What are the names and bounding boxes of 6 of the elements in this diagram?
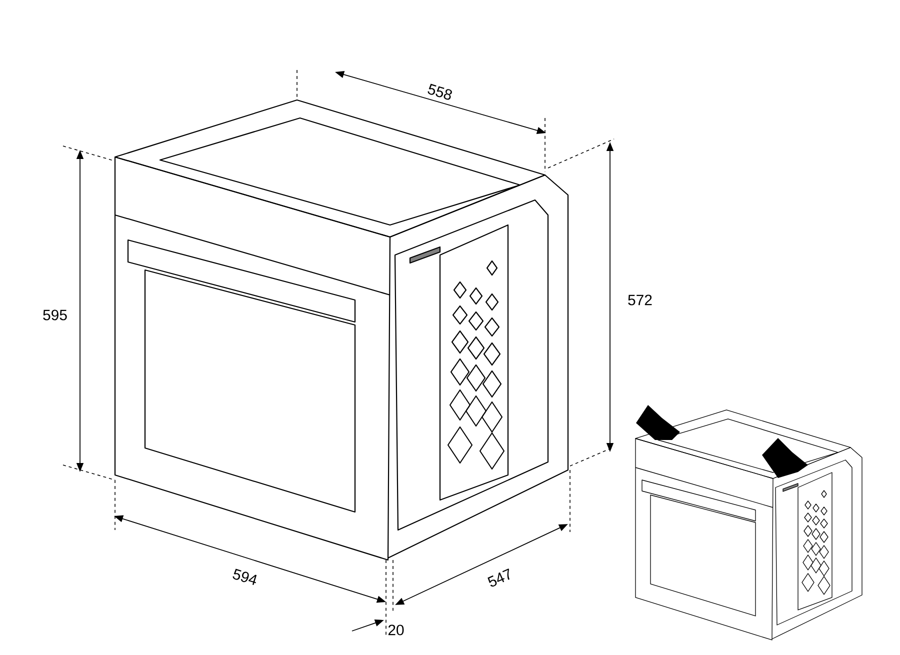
dimension-label: 558	[428, 84, 452, 100]
dimension-label: 20	[388, 624, 404, 636]
dimension-label: 547	[488, 568, 510, 587]
dimension-label: 594	[232, 568, 257, 585]
dimension-label: 572	[628, 294, 652, 306]
dimension-label: 595	[43, 310, 67, 320]
